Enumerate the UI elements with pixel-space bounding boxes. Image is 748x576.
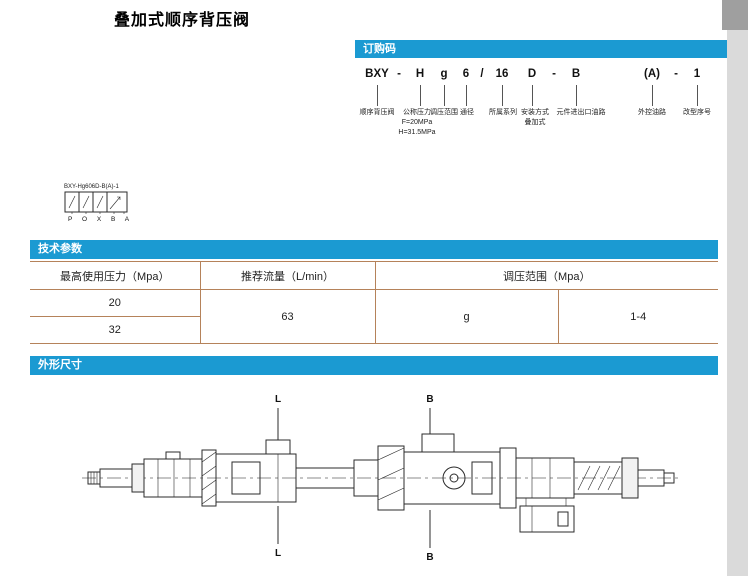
dim-label-b-bottom: B: [426, 552, 433, 563]
connector-line: [502, 85, 503, 106]
tech-params-header: 技术参数: [30, 240, 718, 259]
order-code-token: 16: [495, 68, 509, 80]
code-meaning-label: 改型序号: [683, 109, 711, 116]
order-code-header: 订购码: [355, 40, 727, 58]
max-pressure-value: 32: [30, 316, 201, 344]
connector-line: [420, 85, 421, 106]
order-code-token: H: [415, 68, 425, 80]
order-code-token: 6: [462, 68, 470, 80]
connector-line: [466, 85, 467, 106]
hydraulic-symbol-section: BXY-Hg606D-B(A)-1 P O X B A: [64, 184, 154, 223]
dim-label-l-bottom: L: [275, 548, 281, 559]
connector-line: [444, 85, 445, 106]
order-code-token: BXY: [365, 68, 389, 80]
tech-params-table: 最高使用压力（Mpa） 推荐流量（L/min） 调压范围（Mpa） 20 63 …: [30, 261, 718, 344]
max-pressure-value: 20: [30, 289, 201, 317]
order-code-separator: /: [480, 68, 484, 80]
code-meaning-label: 外控油路: [638, 109, 666, 116]
col-header-range: 调压范围（Mpa）: [375, 261, 718, 290]
symbol-caption: BXY-Hg606D-B(A)-1: [64, 184, 119, 190]
order-code-token: g: [440, 68, 448, 80]
dim-label-l-top: L: [275, 394, 281, 405]
code-meaning-label: 所属系列: [489, 109, 517, 116]
code-meaning-label: 元件进出口油路: [556, 109, 606, 116]
table-row: 32: [30, 316, 718, 344]
connector-line: [576, 85, 577, 106]
order-code-token: D: [527, 68, 537, 80]
grade-value: g: [375, 289, 559, 344]
page-edge-strip: [727, 0, 748, 576]
order-code-separator: -: [552, 68, 556, 80]
table-row: 20 63 g 1-4: [30, 289, 718, 344]
range-value: 1-4: [558, 289, 718, 344]
code-meaning-label: 安装方式 叠加式: [521, 109, 549, 127]
order-code-token: 1: [693, 68, 701, 80]
outline-drawing: L B L B: [82, 394, 678, 563]
connector-line: [652, 85, 653, 106]
code-meaning-label: 公称压力 F=20MPa H=31.5MPa: [398, 109, 436, 137]
dimensions-header: 外形尺寸: [30, 356, 718, 375]
page-corner-block: [722, 0, 748, 30]
order-code-separator: -: [397, 68, 401, 80]
order-code-separator: -: [674, 68, 678, 80]
symbol-port-letters: P O X B A: [68, 216, 134, 223]
flow-value: 63: [200, 289, 376, 344]
code-meaning-label: 调压范围: [430, 109, 458, 116]
connector-line: [697, 85, 698, 106]
order-code-section: 订购码 BXY - H g 6 / 16 D - B (A) - 1 顺序背压阀…: [355, 40, 727, 152]
col-header-flow: 推荐流量（L/min）: [200, 261, 376, 290]
table-header-row: 最高使用压力（Mpa） 推荐流量（L/min） 调压范围（Mpa）: [30, 261, 718, 290]
code-meaning-label: 通径: [460, 109, 474, 116]
connector-line: [532, 85, 533, 106]
page-title: 叠加式顺序背压阀: [114, 12, 251, 29]
code-meaning-label: 顺序背压阀: [359, 109, 395, 116]
order-code-token: B: [571, 68, 581, 80]
col-header-max-pressure: 最高使用压力（Mpa）: [30, 261, 201, 290]
hydraulic-symbol-drawing: [64, 191, 128, 214]
order-code-token: (A): [644, 68, 660, 80]
dim-label-b-top: B: [426, 394, 433, 405]
connector-line: [377, 85, 378, 106]
